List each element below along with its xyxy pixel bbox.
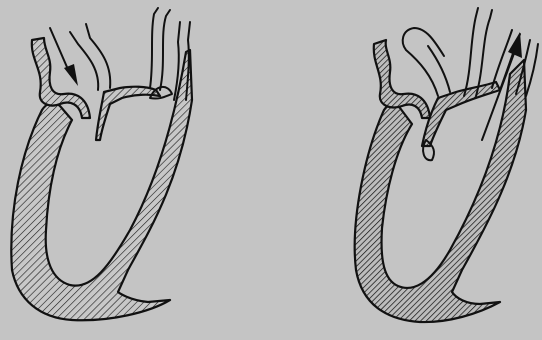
left-branch-upper [70, 32, 98, 90]
right-heart-panel [355, 8, 538, 322]
right-central-vessel [422, 82, 500, 146]
right-valve-flap [423, 140, 434, 160]
left-heart-panel [11, 8, 192, 320]
left-branch-middle [150, 8, 158, 88]
right-branch-middle [464, 8, 478, 96]
right-inflow-vessel [374, 40, 430, 118]
left-central-vessel [96, 87, 160, 140]
left-branch-middle-inner [160, 10, 170, 90]
right-branch-upper-inner [428, 46, 450, 92]
left-ventricle-wall [11, 50, 192, 320]
